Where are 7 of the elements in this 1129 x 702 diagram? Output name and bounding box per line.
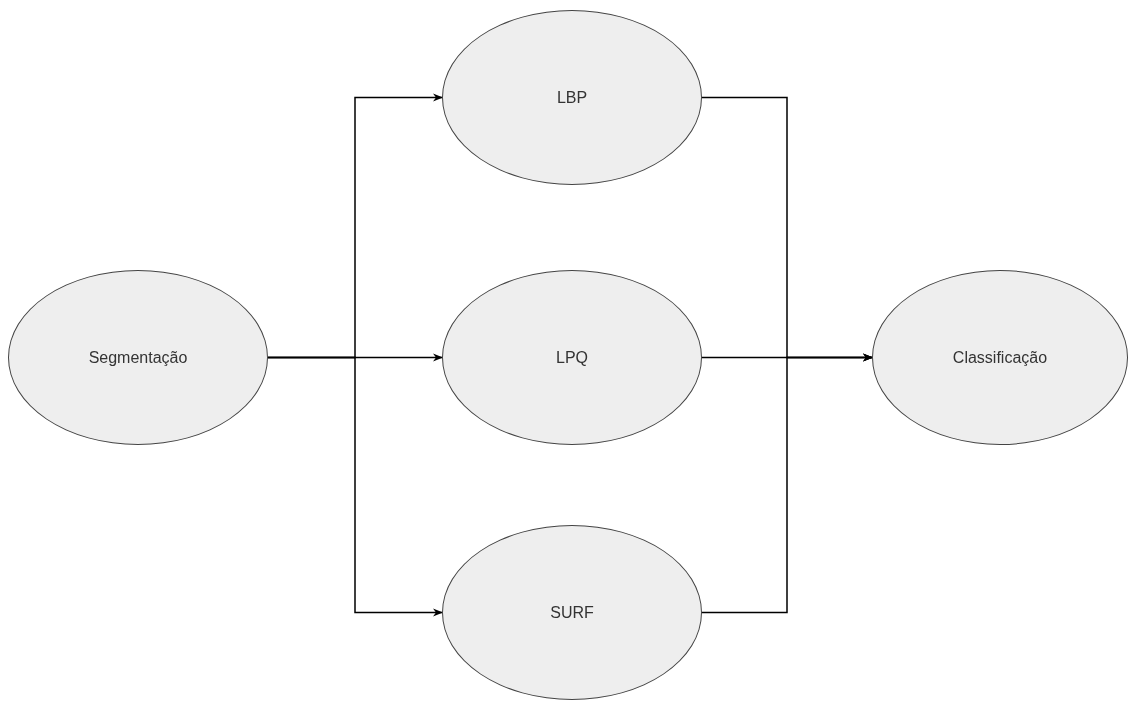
node-label: Segmentação bbox=[88, 348, 188, 367]
arrow bbox=[267, 356, 443, 617]
node-label: LBP bbox=[556, 88, 588, 107]
node-label: Classificação bbox=[952, 348, 1048, 367]
node-label: LPQ bbox=[556, 348, 588, 367]
arrow bbox=[701, 353, 873, 614]
node-label: SURF bbox=[550, 603, 594, 622]
